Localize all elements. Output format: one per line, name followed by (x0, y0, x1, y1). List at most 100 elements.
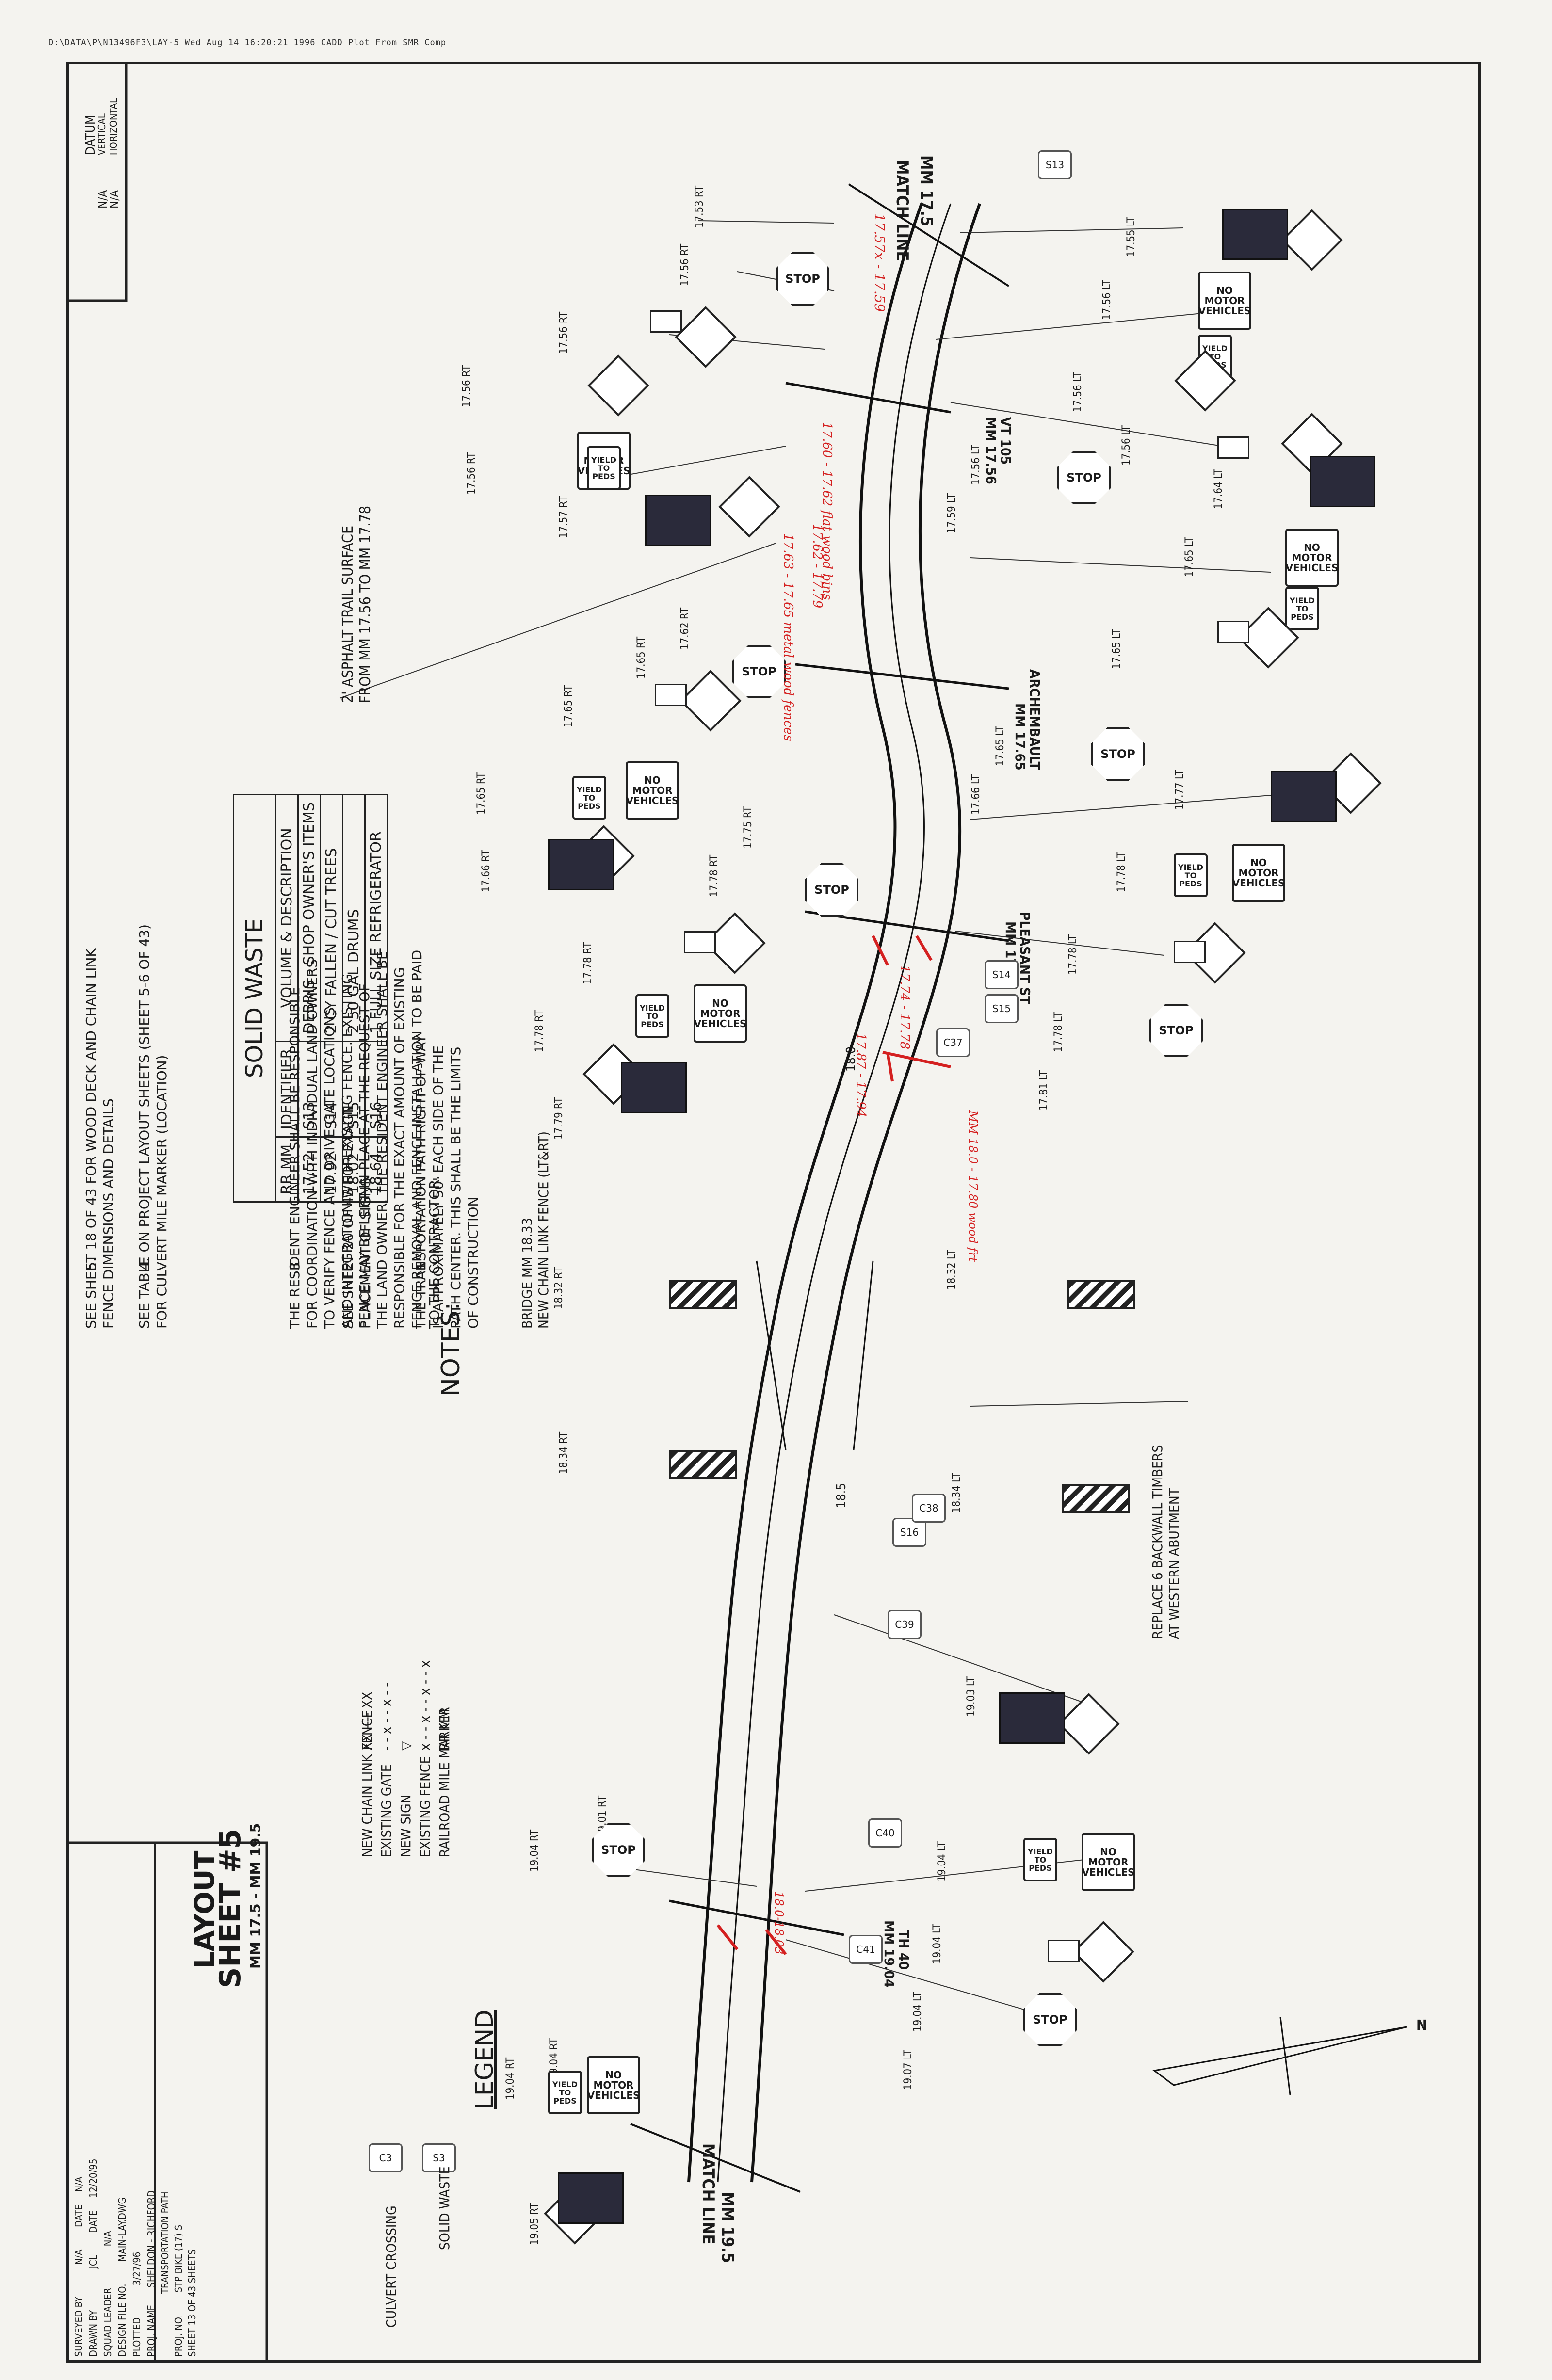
small-trail-sign (1217, 436, 1249, 459)
mm-label: 17.78 RT (582, 942, 594, 984)
sign-stop: STOP (1091, 727, 1145, 781)
legend-symbol: - - x - - x - - (378, 1682, 394, 1751)
match-line-top-mm: MM 17.5 (917, 155, 936, 227)
solid-waste-marker: S15 (985, 994, 1018, 1023)
match-line-bottom-mm: MM 19.5 (718, 2192, 737, 2264)
trail-right-edge (750, 203, 981, 2183)
road-vt105-mm: MM 17.56 (983, 417, 999, 484)
mm-label: 19.04 LT (936, 1841, 948, 1881)
tb-label: SURVEYED BY (73, 2297, 84, 2357)
tb-value: JCL (87, 2255, 99, 2269)
road-pleasant (805, 910, 1009, 942)
redline-note: 17.87 - 17.94 (854, 1033, 868, 1118)
tb-label: SHEET 13 OF 43 SHEETS (186, 2249, 198, 2357)
mm-label: 17.56 LT (1120, 425, 1132, 466)
note-5: SEE SHEET 18 OF 43 FOR WOOD DECK AND CHA… (83, 948, 116, 1329)
culvert-marker: C40 (868, 1818, 902, 1848)
tb-label: PLOTTED (131, 2317, 143, 2357)
mm-label: 17.78 RT (534, 1010, 546, 1052)
mm-label: 19.07 LT (902, 2049, 914, 2090)
redline-note: 17.57x - 17.59 (872, 213, 888, 312)
solid-waste-marker: S14 (985, 960, 1018, 989)
trail-route-sign (1222, 209, 1288, 260)
mm-label: 17.65 LT (994, 725, 1006, 766)
mm-label: 18.34 LT (951, 1472, 963, 1513)
mm-label: 17.59 LT (946, 493, 958, 533)
tb-value: N/A (73, 2249, 84, 2265)
mm-label: 17.65 RT (563, 685, 575, 727)
mm-label: 17.56 LT (970, 444, 982, 485)
legend-symbol: ▽ (398, 1741, 414, 1751)
title-block-row: DESIGN FILE NO. MAIN-LAY.DWG (116, 2197, 128, 2357)
mm-label: 17.78 RT (708, 854, 720, 897)
mm-label: 17.65 LT (1183, 536, 1196, 577)
culvert-marker: C38 (912, 1494, 946, 1523)
mm-label: 19.05 RT (529, 2203, 541, 2245)
tb-value: 12/20/95 (87, 2158, 99, 2198)
road-th40 (669, 1899, 844, 1936)
mm-label: 17.78 LT (1052, 1012, 1065, 1052)
backwall-note-line2: AT WESTERN ABUTMENT (1166, 1488, 1182, 1639)
legend-label: EXISTING GATE (378, 1764, 394, 1857)
tb-label: DRAWN BY (87, 2310, 99, 2357)
mm-label: 19.04 LT (912, 1991, 924, 2032)
tb-label: DATE (87, 2210, 99, 2233)
hazard-marker (669, 1280, 737, 1309)
small-trail-sign (655, 684, 687, 706)
mm-label: 19.04 RT (529, 1829, 541, 1872)
sign-stop: STOP (1023, 1993, 1077, 2046)
mm-label: 17.53 RT (694, 185, 706, 228)
hazard-marker (1062, 1484, 1130, 1513)
mm-label: 17.65 RT (635, 636, 647, 679)
redline-note: 17.63 - 17.65 metal wood fences (781, 533, 795, 741)
culvert-marker: C37 (936, 1028, 970, 1057)
sign-yield-to-peds: YIELD TO PEDS (587, 446, 621, 490)
sheet-number: SHEET #5 (213, 1828, 247, 1988)
trail-route-sign (621, 1062, 687, 1113)
sign-no-motor-vehicles: NO MOTOR VEHICLES (587, 2056, 640, 2114)
legend-symbol: x - - x - - x - - x (417, 1660, 433, 1751)
trail-route-sign (558, 2172, 624, 2224)
trail-left-edge (687, 203, 923, 2183)
legend-label: RAILROAD MILE MARKER (436, 1707, 453, 1857)
road-vt105 (785, 382, 951, 414)
sign-stop: STOP (1057, 451, 1111, 504)
mm-label: 17.78 LT (1116, 852, 1128, 892)
road-archembault-label: ARCHEMBAULT (1027, 669, 1043, 770)
redline-note: 17.62 - 17.79 (810, 524, 824, 609)
datum-horizontal-label: HORIZONTAL (108, 98, 119, 155)
road-th40-mm: MM 19.04 (881, 1920, 897, 1988)
hazard-marker (1067, 1280, 1135, 1309)
tb-label: SQUAD LEADER (102, 2287, 113, 2357)
north-label: N (1416, 2017, 1427, 2034)
mm-label: 17.79 RT (553, 1097, 565, 1140)
trail-route-sign (645, 495, 711, 546)
mm-label: 17.78 LT (1067, 934, 1079, 975)
mm-label: 17.57 RT (558, 496, 570, 538)
tb-value: MAIN-LAY.DWG (116, 2197, 128, 2262)
mm-label: 17.66 RT (480, 850, 492, 892)
tb-label: PROJ. NO. (173, 2315, 184, 2357)
sign-no-motor-vehicles: NO MOTOR VEHICLES (626, 761, 679, 820)
match-line-bottom-label: MATCH LINE (698, 2143, 718, 2245)
mm-label: 18.32 RT (553, 1267, 565, 1309)
sign-stop: STOP (592, 1823, 645, 1877)
bridge-note-line1: BRIDGE MM 18.33 (519, 1218, 535, 1329)
plot-header: D:\DATA\P\N13496F3\LAY-5 Wed Aug 14 16:2… (48, 38, 447, 48)
datum-frame (66, 62, 128, 302)
legend-solid-waste-marker: S3 (422, 2143, 456, 2172)
title-block-frame (66, 1841, 268, 2363)
north-arrow (1152, 2017, 1407, 2095)
solid-waste-marker: S13 (1038, 150, 1072, 179)
tb-value: 3/27/96 (131, 2251, 143, 2286)
legend-title: LEGEND (470, 2010, 499, 2109)
note-4: SEE TABLE ON PROJECT LAYOUT SHEETS (SHEE… (136, 924, 170, 1329)
sign-yield-to-peds: YIELD TO PEDS (1285, 587, 1319, 630)
small-trail-sign (650, 310, 682, 333)
trail-mm-185: 18.5 (834, 1482, 849, 1508)
sign-stop: STOP (776, 252, 829, 306)
legend-label: EXISTING FENCE (417, 1756, 433, 1857)
road-pleasant-label: PLEASANT ST (1017, 912, 1033, 1005)
solid-waste-title: SOLID WASTE (233, 794, 276, 1202)
